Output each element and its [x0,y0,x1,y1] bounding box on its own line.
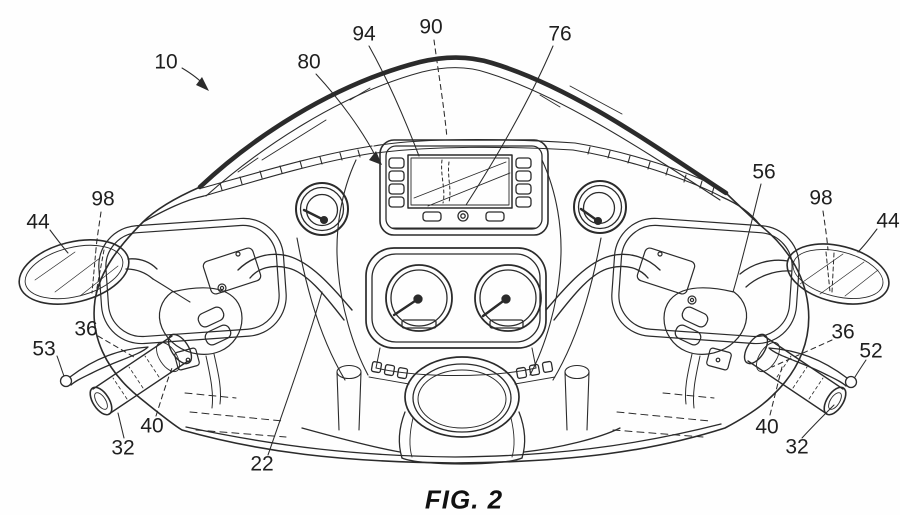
ref-label-22: 22 [250,452,274,476]
vent-stitch-lines [184,392,715,438]
ref-label-76: 76 [548,22,572,46]
right-mirror [739,243,890,305]
left-lever [59,346,149,388]
ref-label-94: 94 [352,22,376,46]
handlebar-right [545,253,661,321]
right-speaker-recess [611,217,800,345]
right-clamp [636,247,697,305]
ref-label-32-left: 32 [111,436,135,460]
ref-label-52: 52 [859,339,883,363]
dash-console [296,159,602,381]
ref-label-98-left: 98 [91,187,115,211]
ref-label-56: 56 [752,160,776,184]
ref-label-40-right: 40 [755,415,779,439]
figure-caption: FIG. 2 [424,484,504,515]
ref-label-44-right: 44 [876,209,900,233]
center-cap [368,356,556,465]
right-switch-housing [663,287,748,409]
screen-bottom-controls [391,210,537,229]
left-mirror [18,239,191,305]
support-pillars [336,364,590,431]
trip-buttons-left [368,361,410,385]
ref-label-90: 90 [419,15,443,39]
left-speaker-recess [98,217,287,345]
ref-label-36-right: 36 [831,320,855,344]
left-gauge [295,182,349,236]
center-display-panel [379,139,549,236]
arrowhead-10 [196,77,209,91]
left-clamp [202,247,262,295]
arrowhead-80 [369,151,382,165]
trip-buttons-right [514,360,556,385]
ref-label-10: 10 [154,50,178,74]
center-knob [457,210,469,222]
left-switch-housing [158,287,243,409]
ref-label-44-left: 44 [26,210,50,234]
ref-label-36-left: 36 [74,317,98,341]
right-grip [743,333,847,416]
screen-side-buttons [388,157,532,208]
right-lever [768,347,858,389]
ref-label-32-right: 32 [785,435,809,459]
twin-gauge-cluster [365,247,547,376]
handlebar-left [237,253,353,321]
leader-lines [49,39,878,456]
right-gauge [573,180,627,234]
ref-label-98-right: 98 [809,186,833,210]
display-screen [407,154,513,209]
ref-label-40-left: 40 [140,414,164,438]
ref-label-53: 53 [32,337,56,361]
ref-label-80: 80 [297,50,321,74]
windshield [197,55,729,201]
left-grip [89,333,193,416]
